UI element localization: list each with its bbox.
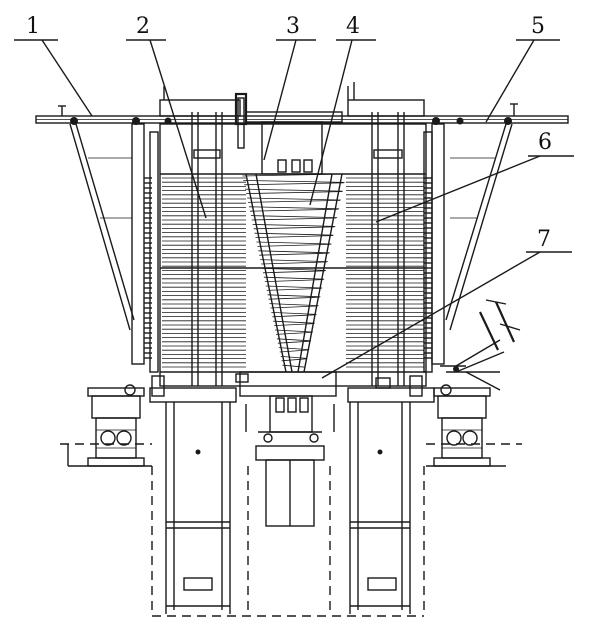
gear-units <box>87 384 491 467</box>
callout-labels: 1 2 3 4 5 6 7 <box>26 14 552 252</box>
right-plate-stack <box>346 177 424 368</box>
left-plate-stack <box>162 177 246 368</box>
base-pedestals <box>149 387 435 617</box>
leader-lines <box>14 39 574 379</box>
top-rail <box>35 103 569 125</box>
callout-7: 7 <box>537 227 551 252</box>
callout-6: 6 <box>538 130 552 155</box>
side-braces <box>69 123 513 331</box>
callout-3: 3 <box>286 14 300 39</box>
callout-1: 1 <box>26 14 40 39</box>
floor-line <box>60 443 522 467</box>
callout-5: 5 <box>531 14 545 39</box>
callout-4: 4 <box>346 14 360 39</box>
central-drive <box>151 371 423 527</box>
right-lever <box>440 299 521 391</box>
central-cone <box>234 92 346 373</box>
callout-2: 2 <box>136 14 150 39</box>
